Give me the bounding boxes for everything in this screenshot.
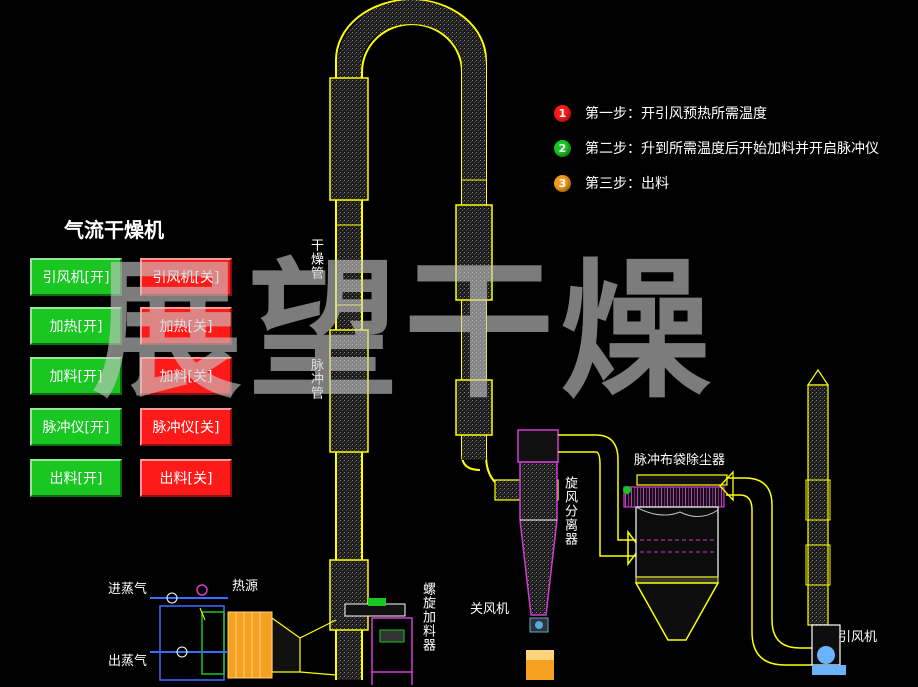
step-3-badge: 3 [554,174,571,192]
panel-title: 气流干燥机 [64,218,164,242]
dry-pipe-label: 干燥管 [308,238,323,280]
heat-off-button[interactable]: 加热[关] [140,307,232,345]
cyclone-to-filter-duct [558,434,641,567]
fan-off-button[interactable]: 引风机[关] [140,258,232,296]
cyclone-separator [494,429,559,680]
heat-source-label: 热源 [232,579,259,594]
step-3: 3 第三步：出料 [554,173,669,193]
steam-out-label: 出蒸气 [108,654,148,669]
fan-on-button[interactable]: 引风机[开] [30,258,122,296]
step-2-badge: 2 [554,139,571,157]
step-1-badge: 1 [554,104,571,122]
discharge-off-button[interactable]: 出料[关] [140,459,232,497]
discharge-on-button[interactable]: 出料[开] [30,459,122,497]
pulse-on-button[interactable]: 脉冲仪[开] [30,408,122,446]
step-2-text: 第二步：升到所需温度后开始加料并开启脉冲仪 [585,141,879,157]
hot-air-duct [271,616,337,676]
fan-label: 引风机 [838,630,878,645]
drying-pipe [329,0,526,680]
feed-on-button[interactable]: 加料[开] [30,357,122,395]
heat-on-button[interactable]: 加热[开] [30,307,122,345]
pulse-pipe-label: 脉冲管 [308,358,323,400]
pulse-off-button[interactable]: 脉冲仪[关] [140,408,232,446]
bag-filter-label: 脉冲布袋除尘器 [634,453,726,468]
step-3-text: 第三步：出料 [585,176,669,192]
steam-in-label: 进蒸气 [108,582,148,597]
induced-fan [805,368,846,675]
airlock-label: 关风机 [470,602,510,617]
screw-feeder-label: 螺旋加料器 [420,582,435,652]
bag-filter [623,474,728,641]
step-1: 1 第一步：开引风预热所需温度 [554,103,767,123]
step-1-text: 第一步：开引风预热所需温度 [585,106,767,122]
screw-feeder [344,598,413,685]
cyclone-label: 旋风分离器 [562,476,577,546]
filter-to-fan-duct [719,470,812,666]
feed-off-button[interactable]: 加料[关] [140,357,232,395]
steam-piping [150,584,228,681]
step-2: 2 第二步：升到所需温度后开始加料并开启脉冲仪 [554,138,879,158]
heat-source [227,611,273,679]
